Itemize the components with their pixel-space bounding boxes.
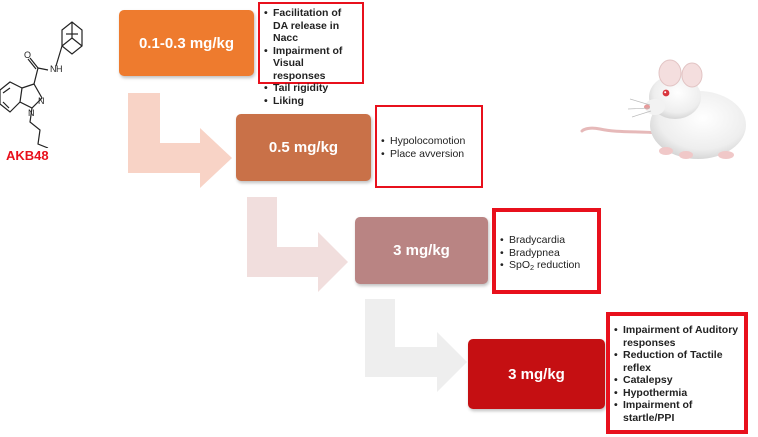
effect-item-spo2: SpO2 reduction	[500, 259, 593, 275]
atom-label: N	[28, 108, 35, 118]
effect-item: Hypolocomotion	[381, 135, 477, 148]
effect-item: Hypothermia	[614, 387, 740, 400]
dose-label: 0.1-0.3 mg/kg	[138, 34, 235, 52]
dose-box-1: 0.1-0.3 mg/kg	[119, 10, 254, 76]
elbow-arrow-3	[365, 299, 467, 392]
effect-item: Bradycardia	[500, 234, 593, 247]
effect-item: Impairment of startle/PPI	[614, 399, 740, 424]
effect-item: Impairment of Auditory responses	[614, 324, 740, 349]
effect-item: Tail rigidity	[264, 82, 358, 95]
dose-box-4: 3 mg/kg	[468, 339, 605, 409]
effects-box-1: Facilitation of DA release in Nacc Impai…	[258, 2, 364, 107]
atom-label: N	[50, 64, 57, 74]
dose-label: 3 mg/kg	[508, 365, 565, 383]
rat-icon	[580, 59, 746, 159]
dose-box-3: 3 mg/kg	[355, 217, 488, 284]
effects-box-4: Impairment of Auditory responses Reducti…	[606, 312, 748, 434]
elbow-arrow-2	[247, 197, 348, 292]
effect-item: Place avversion	[381, 148, 477, 161]
effect-item: Bradypnea	[500, 247, 593, 260]
effect-item: Impairment of Visual responses	[264, 45, 358, 83]
dose-label: 0.5 mg/kg	[268, 139, 339, 156]
atom-label: H	[56, 64, 63, 74]
dose-box-2: 0.5 mg/kg	[236, 114, 371, 181]
effect-item: Facilitation of DA release in Nacc	[264, 7, 358, 45]
effect-item: Catalepsy	[614, 374, 740, 387]
effect-item: Liking	[264, 95, 358, 108]
effect-item: Reduction of Tactile reflex	[614, 349, 740, 374]
atom-label: N	[38, 96, 45, 106]
dose-label: 3 mg/kg	[393, 242, 450, 259]
drug-name: AKB48	[6, 148, 49, 163]
effects-box-3: Bradycardia Bradypnea SpO2 reduction	[492, 208, 601, 294]
effects-box-2: Hypolocomotion Place avversion	[375, 105, 483, 188]
elbow-arrow-1	[128, 93, 232, 188]
molecule-structure-icon: O N H N N	[0, 21, 83, 148]
atom-label: O	[24, 50, 31, 60]
